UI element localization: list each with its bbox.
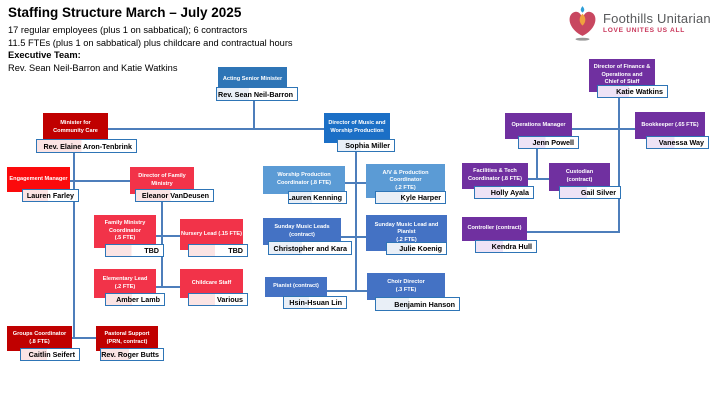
name-nursery-lead: TBD [188,244,248,257]
org-node-director-music: Director of Music and Worship Production [324,113,390,143]
connector-sunday-leads [341,236,366,238]
name-operations-manager: Jenn Powell [518,136,579,149]
executive-team-names: Rev. Sean Neil-Barron and Katie Watkins [8,62,178,73]
name-custodian: Gail Silver [559,186,621,199]
connector-groups-pastoral [71,337,96,339]
executive-team-label: Executive Team: [8,50,81,60]
logo: Foothills Unitarian LOVE UNITES US ALL [566,5,711,47]
page-title: Staffing Structure March – July 2025 [8,5,242,20]
name-av-production-coordinator: Kyle Harper [375,191,446,204]
connector-senior-minister-down [253,101,255,129]
org-node-bookkeeper: Bookkeeper (.65 FTE) [635,112,705,139]
name-director-finance-operations: Katie Watkins [597,85,668,98]
connector-community-care-down [73,153,75,339]
name-director-music: Sophia Miller [337,139,395,152]
name-worship-production-coordinator: Lauren Kenning [288,191,347,204]
connector-engagement-family [70,180,130,182]
org-node-sunday-music-leads: Sunday Music Leads (contract) [263,218,341,245]
name-groups-coordinator: Caitlin Seifert [20,348,80,361]
name-facilities-tech-coordinator: Holly Ayala [474,186,534,199]
org-node-engagement-manager: Engagement Manager [7,167,70,192]
name-minister-community-care: Rev. Elaine Aron-Tenbrink [36,139,137,153]
connector-coordinator-nursery [156,235,180,237]
org-node-pastoral-support: Pastoral Support (PRN, contract) [96,326,158,351]
chalice-icon [566,5,599,47]
fte-count-line: 11.5 FTEs (plus 1 on sabbatical) plus ch… [8,37,293,48]
connector-worship-av [345,182,366,184]
connector-operations-bookkeeper [572,128,635,130]
connector-senior-minister-horizontal [108,128,324,130]
connector-controller-finance [527,231,620,233]
org-node-operations-manager: Operations Manager [505,113,572,139]
connector-pianist-choir [327,290,367,292]
name-choir-director: Benjamin Hanson [375,297,460,311]
name-pianist: Hsin-Hsuan Lin [283,296,347,309]
connector-music-down [355,152,357,291]
name-elementary-lead: Amber Lamb [105,293,165,306]
name-childcare-staff: Various [188,293,248,306]
logo-tagline: LOVE UNITES US ALL [603,27,685,34]
name-engagement-manager: Lauren Farley [22,189,79,202]
org-node-worship-production-coordinator: Worship Production Coordinator (.8 FTE) [263,166,345,194]
name-pastoral-support: Rev. Roger Butts [100,348,164,361]
name-bookkeeper: Vanessa Way [646,136,709,149]
connector-elementary-childcare [156,286,180,288]
org-node-choir-director: Choir Director (.3 FTE) [367,273,445,300]
logo-wordmark: Foothills Unitarian [603,11,711,26]
employee-count-line: 17 regular employees (plus 1 on sabbatic… [8,25,248,35]
org-node-pianist: Pianist (contract) [265,277,327,297]
connector-finance-down [618,98,620,232]
name-controller: Kendra Hull [475,240,537,253]
org-node-facilities-tech-coordinator: Facilities & Tech Coordinator (.8 FTE) [462,163,528,189]
connector-facilities-custodian [528,178,549,180]
name-director-family-ministry: Eleanor VanDeusen [135,189,214,202]
org-node-controller: Controller (contract) [462,217,527,241]
name-family-ministry-coordinator: TBD [105,244,164,257]
org-node-groups-coordinator: Groups Coordinator (.8 FTE) [7,326,72,351]
connector-operations-down [536,149,538,179]
name-sunday-music-leads: Christopher and Kara [268,241,352,255]
name-acting-senior-minister: Rev. Sean Neil-Barron [216,87,298,101]
org-node-minister-community-care: Minister for Community Care [43,113,108,143]
org-node-family-ministry-coordinator: Family Ministry Coordinator (.5 FTE) [94,215,156,248]
name-sunday-music-lead-pianist: Julie Koenig [386,242,447,255]
